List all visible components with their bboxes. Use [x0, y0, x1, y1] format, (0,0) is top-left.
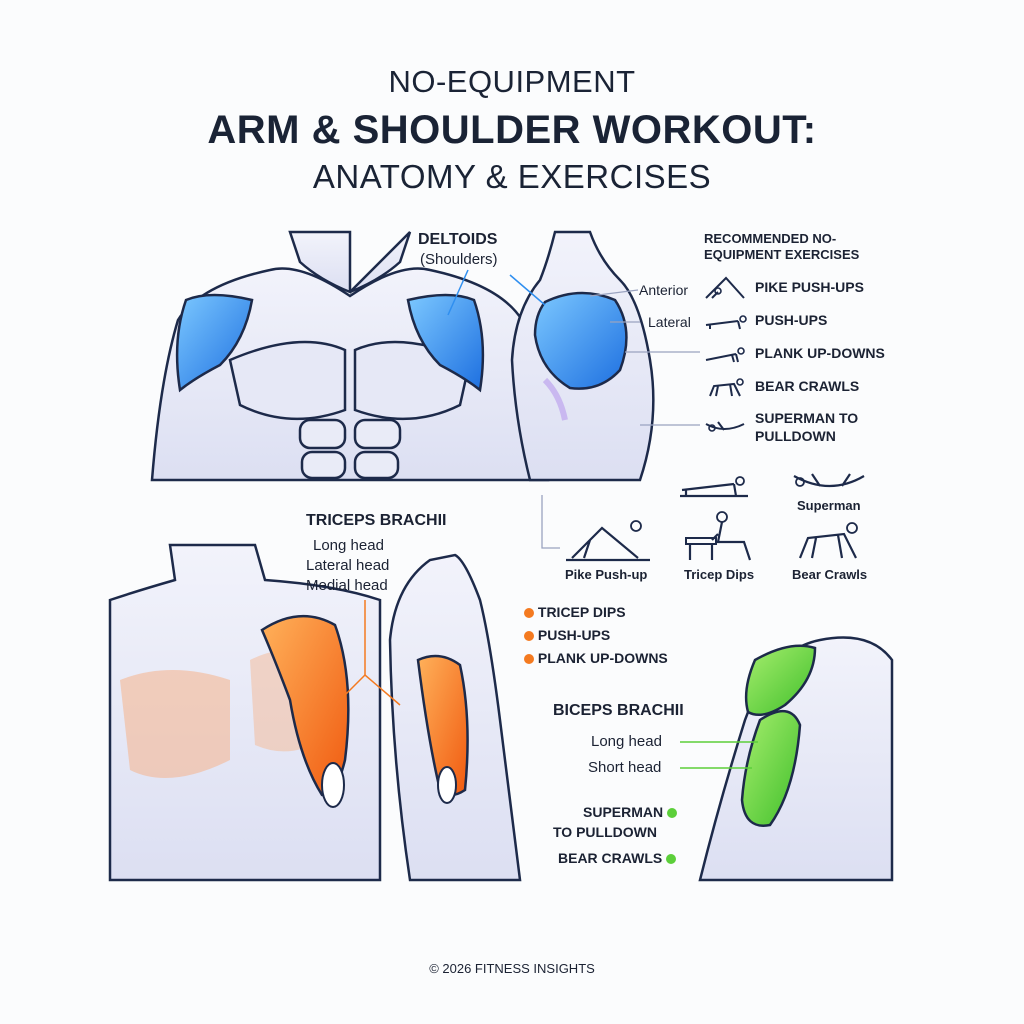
- rec-item-bear: BEAR CRAWLS: [755, 378, 860, 394]
- gallery-dips-figure: [685, 511, 752, 561]
- deltoids-subtitle: (Shoulders): [420, 251, 498, 268]
- biceps-dot-icon: [666, 854, 677, 865]
- gallery-bear-figure: [798, 522, 858, 559]
- rec-item-pike: PIKE PUSH-UPS: [755, 279, 864, 295]
- front-torso-figure: [150, 230, 550, 482]
- deltoid-front-right: [406, 293, 485, 393]
- gallery-bear-label: Bear Crawls: [792, 567, 868, 582]
- biceps-dot-icon: [667, 808, 678, 819]
- deltoid-side: [533, 291, 628, 390]
- recommended-heading-line-1: RECOMMENDED NO-: [704, 231, 837, 246]
- biceps-exercise-superman-1: SUPERMAN: [583, 804, 678, 820]
- title-line-1: NO-EQUIPMENT: [388, 64, 636, 99]
- biceps-muscle: [740, 644, 817, 827]
- biceps-exercise-bear: BEAR CRAWLS: [558, 850, 677, 866]
- triceps-label: TRICEPS BRACHII: [306, 512, 447, 529]
- biceps-long-head: Long head: [591, 733, 662, 750]
- triceps-exercise-pushups: PUSH-UPS: [524, 627, 610, 643]
- rec-item-pushups: PUSH-UPS: [755, 312, 828, 328]
- biceps-short-head: Short head: [588, 759, 662, 776]
- title-line-2: ARM & SHOULDER WORKOUT:: [207, 108, 817, 152]
- rec-item-superman-1: SUPERMAN TO: [755, 410, 859, 426]
- superman-icon: [705, 421, 745, 432]
- triceps-medial-head: Medial head: [306, 577, 388, 594]
- biceps-label: BICEPS BRACHII: [553, 702, 684, 719]
- title-line-3: ANATOMY & EXERCISES: [312, 158, 712, 195]
- anterior-label: Anterior: [639, 282, 689, 298]
- triceps-exercise-dips: TRICEP DIPS: [524, 604, 626, 620]
- pushup-icon: [705, 315, 747, 330]
- rec-item-plank: PLANK UP-DOWNS: [755, 345, 885, 361]
- bear-crawl-icon: [709, 378, 744, 397]
- triceps-exercise-plank: PLANK UP-DOWNS: [524, 650, 668, 666]
- triceps-long-head: Long head: [313, 537, 384, 554]
- triceps-lateral-head: Lateral head: [306, 557, 390, 574]
- deltoid-front-left: [175, 293, 254, 393]
- gallery-superman-label: Superman: [797, 498, 861, 513]
- triceps-dot-icon: [524, 654, 534, 665]
- gallery-superman-figure: [793, 473, 865, 487]
- triceps-side: [416, 654, 469, 797]
- rec-item-superman-2: PULLDOWN: [755, 428, 836, 444]
- pike-pushup-icon: [705, 276, 745, 299]
- triceps-dot-icon: [524, 608, 534, 619]
- recommended-heading-line-2: EQUIPMENT EXERCISES: [704, 247, 860, 262]
- triceps-dot-icon: [524, 631, 534, 642]
- gallery-pushup-figure: [680, 476, 748, 498]
- lateral-label: Lateral: [648, 314, 691, 330]
- plank-updown-icon: [705, 347, 745, 363]
- gallery-pike-label: Pike Push-up: [565, 567, 648, 582]
- gallery-pike-figure: [566, 520, 650, 562]
- footer-copyright: © 2026 FITNESS INSIGHTS: [429, 961, 595, 976]
- gallery-dips-label: Tricep Dips: [684, 567, 755, 582]
- deltoids-label: DELTOIDS: [418, 231, 498, 248]
- biceps-exercise-superman-2: TO PULLDOWN: [553, 824, 657, 840]
